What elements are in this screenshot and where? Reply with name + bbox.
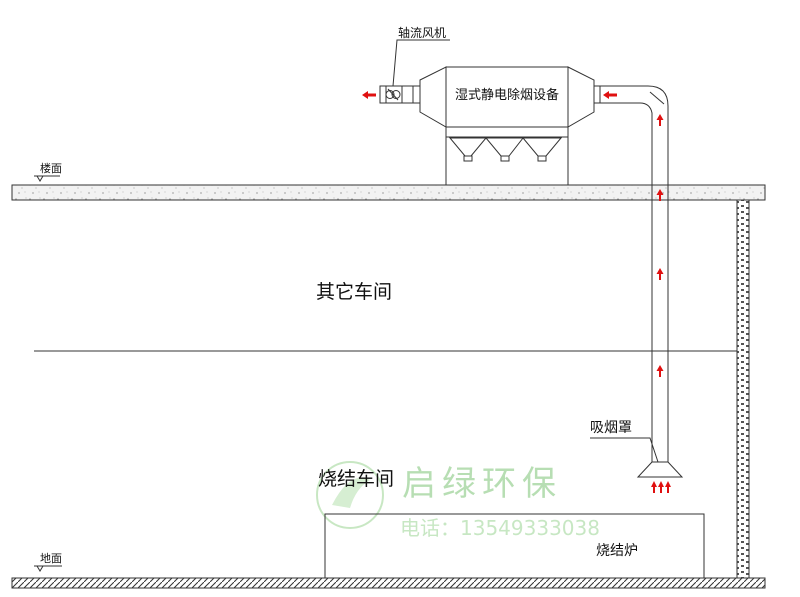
brick-column — [736, 199, 750, 581]
furnace-label: 烧结炉 — [596, 543, 638, 559]
ground-slab — [11, 577, 766, 589]
axial-fan — [379, 85, 421, 104]
hood-leader-line — [590, 437, 659, 463]
fan-label: 轴流风机 — [398, 25, 446, 40]
flow-arrow-icon — [656, 365, 664, 377]
wet-esp-unit — [419, 66, 601, 186]
flow-arrow-icon — [656, 189, 664, 201]
fan-leader-line — [392, 39, 450, 87]
flow-arrow-icon — [656, 268, 664, 280]
flow-arrow-icon — [603, 91, 617, 99]
watermark-brand: 启绿环保 — [402, 464, 562, 504]
esp-label: 湿式静电除烟设备 — [455, 87, 559, 103]
flow-arrow-icon — [665, 481, 671, 493]
ground-level-marker — [34, 565, 62, 572]
floor-label: 楼面 — [40, 161, 62, 175]
hood-label: 吸烟罩 — [590, 420, 632, 436]
smoke-hood — [636, 461, 684, 478]
floor-level-marker — [34, 175, 60, 182]
sinter-workshop-label: 烧结车间 — [318, 468, 394, 490]
flow-arrow-icon — [656, 114, 664, 126]
exhaust-duct — [600, 85, 669, 462]
ground-label: 地面 — [40, 552, 62, 565]
flow-arrow-icon — [362, 91, 376, 99]
flow-arrow-icon — [651, 481, 657, 493]
watermark-phone: 电话：13549333038 — [400, 516, 600, 540]
watermark: 启绿环保 电话：13549333038 — [316, 461, 600, 540]
flow-arrow-icon — [658, 481, 664, 493]
watermark-logo-icon — [316, 461, 384, 529]
floor-slab — [11, 184, 766, 201]
other-workshop-label: 其它车间 — [316, 281, 392, 303]
airflow-arrows — [362, 91, 671, 493]
